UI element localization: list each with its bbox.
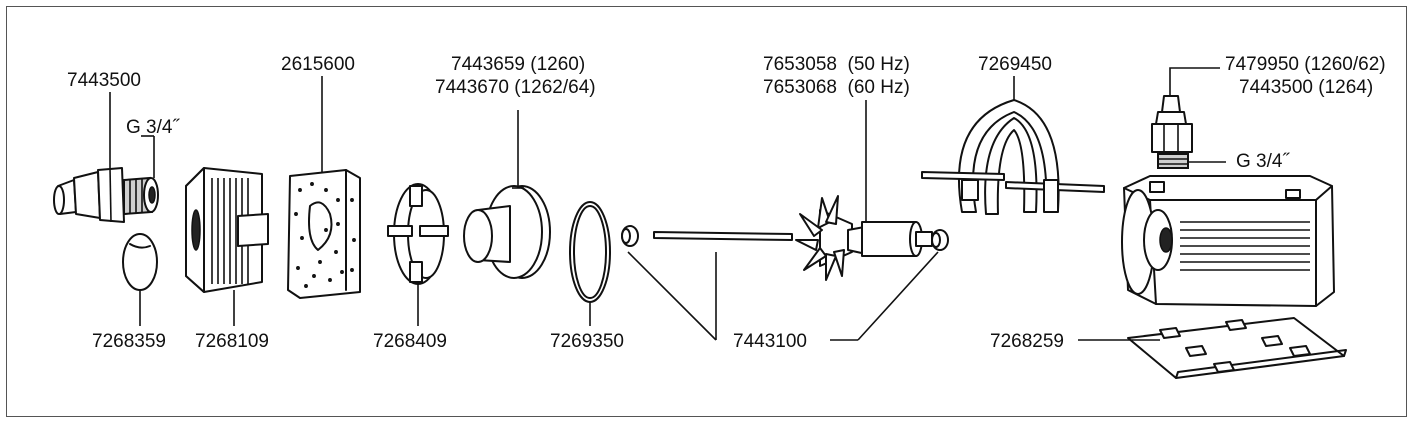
intake-cover-code: 7268409 [373, 331, 447, 352]
outlet-nozzle-thread: G 3/4˝ [126, 117, 179, 138]
filter-housing-code: 7268109 [195, 331, 269, 352]
pump-cover-code-a: 7443659 (1260) [451, 54, 586, 75]
base-plate-code: 7268259 [990, 331, 1064, 352]
end-cap-drawing [122, 233, 158, 291]
motor-nozzle-drawing [1151, 95, 1193, 169]
filter-sponge-drawing [287, 169, 361, 299]
motor-nozzle-code-a: 7479950 (1260/62) [1225, 54, 1386, 75]
impeller-drawing [795, 195, 933, 281]
pump-cover-drawing [463, 185, 551, 279]
outlet-nozzle-drawing [53, 167, 159, 223]
shaft-bearings-drawing [621, 225, 949, 251]
end-cap-code: 7268359 [92, 331, 166, 352]
diagram-frame [6, 6, 1407, 417]
impeller-code-b: 7653068 (60 Hz) [763, 77, 910, 98]
motor-housing-drawing [1121, 175, 1335, 307]
filter-housing-drawing [185, 167, 269, 293]
shaft-bearings-code: 7443100 [733, 331, 807, 352]
handle-bracket-code: 7269450 [978, 54, 1052, 75]
base-plate-drawing [1127, 317, 1347, 379]
motor-nozzle-code-b: 7443500 (1264) [1239, 77, 1374, 98]
impeller-code-a: 7653058 (50 Hz) [763, 54, 910, 75]
pump-cover-code-b: 7443670 (1262/64) [435, 77, 596, 98]
handle-bracket-drawing [921, 99, 1105, 215]
outlet-nozzle-code: 7443500 [67, 70, 141, 91]
intake-cover-drawing [387, 183, 449, 285]
o-ring-code: 7269350 [550, 331, 624, 352]
o-ring-drawing [569, 201, 611, 303]
filter-sponge-code: 2615600 [281, 54, 355, 75]
motor-nozzle-thread: G 3/4˝ [1236, 151, 1289, 172]
